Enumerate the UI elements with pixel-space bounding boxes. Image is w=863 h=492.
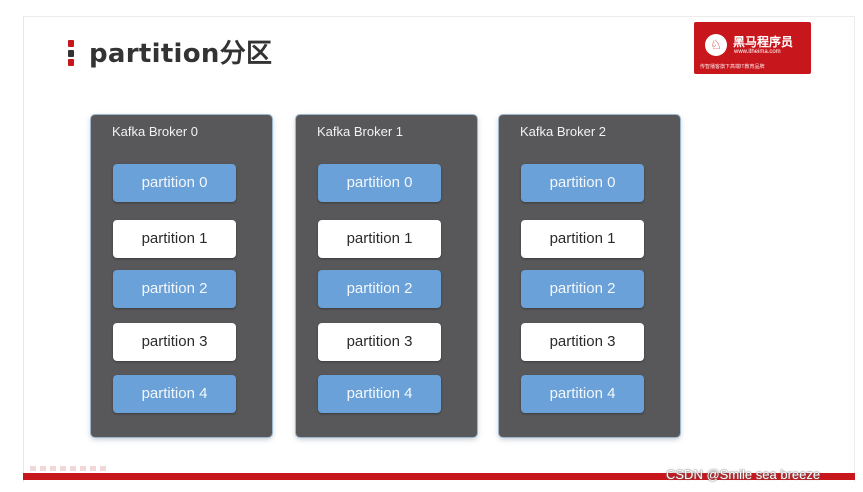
broker-label: Kafka Broker 2 xyxy=(520,124,606,139)
partition-2-box: partition 2 xyxy=(521,270,644,308)
broker-label: Kafka Broker 0 xyxy=(112,124,198,139)
kafka-broker-1: Kafka Broker 1 partition 0 partition 1 p… xyxy=(296,115,477,437)
kafka-broker-0: Kafka Broker 0 partition 0 partition 1 p… xyxy=(91,115,272,437)
partition-4-box: partition 4 xyxy=(113,375,236,413)
partition-1-box: partition 1 xyxy=(521,220,644,258)
partition-0-box: partition 0 xyxy=(521,164,644,202)
page-title: partition分区 xyxy=(89,39,273,69)
partition-4-box: partition 4 xyxy=(318,375,441,413)
partition-3-box: partition 3 xyxy=(318,323,441,361)
partition-0-box: partition 0 xyxy=(318,164,441,202)
partition-3-box: partition 3 xyxy=(521,323,644,361)
footer-decoration xyxy=(30,466,110,471)
partition-0-box: partition 0 xyxy=(113,164,236,202)
partition-1-box: partition 1 xyxy=(318,220,441,258)
partition-1-box: partition 1 xyxy=(113,220,236,258)
logo-name: 黑马程序员 xyxy=(733,35,794,49)
partition-3-box: partition 3 xyxy=(113,323,236,361)
broker-label: Kafka Broker 1 xyxy=(317,124,403,139)
logo-slogan: 传智播客旗下高端IT教育品牌 xyxy=(700,64,765,70)
partition-2-box: partition 2 xyxy=(113,270,236,308)
watermark: CSDN @Smile sea breeze xyxy=(666,467,821,482)
partition-2-box: partition 2 xyxy=(318,270,441,308)
partition-4-box: partition 4 xyxy=(521,375,644,413)
logo-url: www.itheima.com xyxy=(734,49,781,55)
slide: partition分区 ♘ 黑马程序员 www.itheima.com 传智播客… xyxy=(23,16,855,482)
brand-logo: ♘ 黑马程序员 www.itheima.com 传智播客旗下高端IT教育品牌 xyxy=(694,22,811,74)
title-marker-icon xyxy=(68,40,74,66)
kafka-broker-2: Kafka Broker 2 partition 0 partition 1 p… xyxy=(499,115,680,437)
footer-bar xyxy=(23,473,855,480)
horse-logo-icon: ♘ xyxy=(705,34,727,56)
